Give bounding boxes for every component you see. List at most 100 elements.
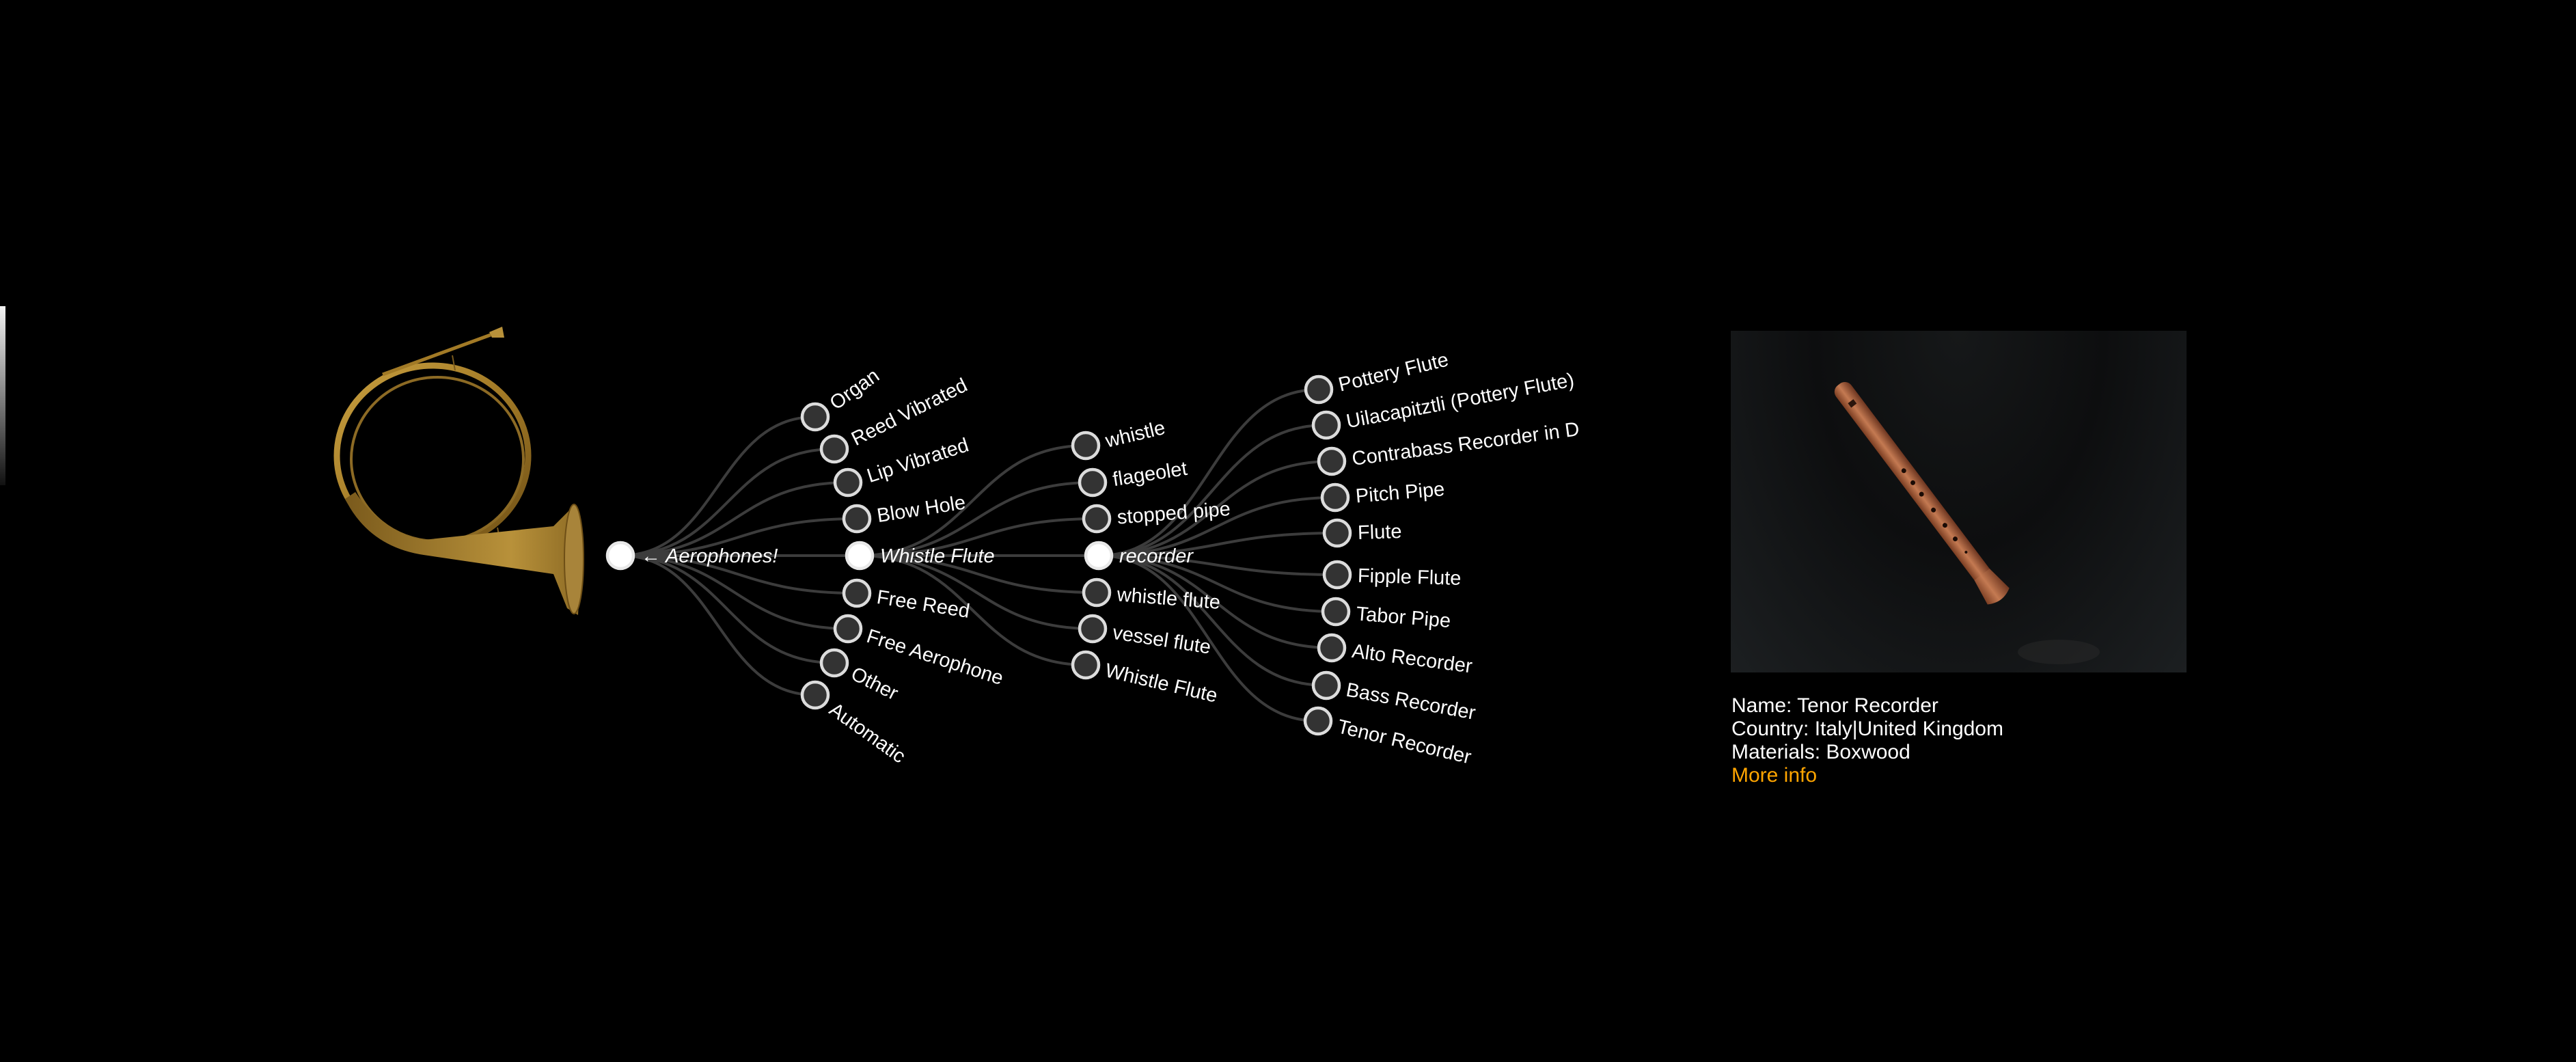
node-label[interactable]: Fipple Flute [1358,565,1462,590]
tree-link [620,517,858,557]
tree-node-fipple-flute[interactable]: Fipple Flute [1322,560,1462,590]
tree-node-free-reed[interactable]: Free Reed [842,578,971,623]
category-image-horn [333,327,584,615]
node-label[interactable]: Whistle Flute [880,545,995,567]
node-collapsed-circle-icon[interactable] [1317,633,1347,663]
node-collapsed-circle-icon[interactable] [833,614,863,644]
tree-link [859,554,1086,666]
node-label[interactable]: Flute [1358,521,1402,544]
tree-node-whistle-flute[interactable]: Whistle Flute [845,541,995,571]
node-collapsed-circle-icon[interactable] [1071,650,1101,680]
tenor-recorder-image [1834,381,2100,664]
node-collapsed-circle-icon[interactable] [1303,706,1333,736]
node-label[interactable]: Lip Vibrated [864,434,972,487]
tree-link [1098,554,1332,649]
node-collapsed-circle-icon[interactable] [800,680,830,710]
node-label[interactable]: Organ [826,365,883,415]
tree-node-vessel-flute[interactable]: vessel flute [1078,614,1212,659]
node-label[interactable]: Blow Hole [875,491,967,527]
tree-node-alto-recorder[interactable]: Alto Recorder [1317,633,1474,678]
node-collapsed-circle-icon[interactable] [1322,518,1352,548]
node-collapsed-circle-icon[interactable] [1078,614,1108,644]
tree-node-other[interactable]: Other [819,648,902,705]
node-label[interactable]: ← Aerophones! [641,545,778,567]
tree-node-whistle-flute[interactable]: Whistle Flute [1071,650,1220,707]
node-collapsed-circle-icon[interactable] [819,434,849,464]
tree-node-pitch-pipe[interactable]: Pitch Pipe [1320,478,1446,513]
node-label[interactable]: Pitch Pipe [1355,478,1446,507]
tree-node-tabor-pipe[interactable]: Tabor Pipe [1321,597,1452,632]
node-collapsed-circle-icon[interactable] [1304,375,1334,405]
tree-link [1098,460,1332,557]
node-collapsed-circle-icon[interactable] [819,648,849,678]
tree-node-flageolet[interactable]: flageolet [1078,458,1189,498]
node-collapsed-circle-icon[interactable] [1322,560,1352,590]
node-collapsed-circle-icon[interactable] [800,402,830,432]
node-collapsed-circle-icon[interactable] [1082,504,1112,534]
node-label[interactable]: Tenor Recorder [1335,716,1473,768]
node-label[interactable]: Alto Recorder [1351,640,1474,678]
node-selected-circle-icon[interactable] [845,541,875,571]
node-collapsed-circle-icon[interactable] [1317,446,1347,476]
instrument-name: Name: Tenor Recorder [1731,694,1938,717]
more-info-link[interactable]: More info [1731,764,1818,787]
node-label[interactable]: stopped pipe [1116,498,1231,529]
tree-node-whistle[interactable]: whistle [1071,417,1168,461]
gradient-scroll-indicator[interactable] [0,306,5,485]
tree-node-recorder[interactable]: recorder [1084,541,1194,571]
tree-link [859,554,1093,630]
tree-link [620,554,835,664]
tree-node-stopped-pipe[interactable]: stopped pipe [1082,498,1231,534]
tree-node-flute[interactable]: Flute [1322,518,1402,548]
tree-link [1098,554,1337,613]
node-selected-circle-icon[interactable] [1084,541,1114,571]
node-collapsed-circle-icon[interactable] [1078,467,1108,498]
tree-link [1098,554,1327,687]
instrument-details: Name: Tenor Recorder Country: Italy|Unit… [1731,694,2003,787]
tree-link [859,517,1097,557]
tree-node-bass-recorder[interactable]: Bass Recorder [1311,670,1477,724]
node-collapsed-circle-icon[interactable] [1082,577,1112,608]
node-collapsed-circle-icon[interactable] [833,467,863,498]
node-label[interactable]: Bass Recorder [1344,679,1477,724]
tree-node-blow-hole[interactable]: Blow Hole [842,491,967,534]
node-label[interactable]: Whistle Flute [1103,659,1219,707]
tree-link [620,554,858,595]
node-label[interactable]: Tabor Pipe [1356,603,1452,632]
node-collapsed-circle-icon[interactable] [1321,597,1351,627]
tree-node-whistle-flute[interactable]: whistle flute [1082,577,1222,614]
tree-link [620,554,816,696]
node-label[interactable]: Automatic [825,698,909,767]
node-label[interactable]: Contrabass Recorder in D [1351,418,1581,470]
node-collapsed-circle-icon[interactable] [1311,670,1341,700]
node-collapsed-circle-icon[interactable] [1320,482,1350,513]
node-label[interactable]: vessel flute [1111,622,1212,659]
node-collapsed-circle-icon[interactable] [842,578,872,608]
node-label[interactable]: Pottery Flute [1337,349,1451,396]
tree-link [1098,554,1338,576]
tree-link [1098,496,1336,557]
instrument-country: Country: Italy|United Kingdom [1731,718,2003,740]
tree-link [1098,554,1319,722]
node-collapsed-circle-icon[interactable] [1311,410,1341,440]
tree-link [859,554,1097,594]
tree-link [620,416,816,557]
node-collapsed-circle-icon[interactable] [1071,431,1101,461]
node-label[interactable]: flageolet [1111,458,1188,491]
node-collapsed-circle-icon[interactable] [842,504,872,534]
node-label[interactable]: Free Reed [875,586,971,623]
tree-link [1098,388,1319,557]
tree-root-node-aerophones[interactable]: ← Aerophones! [605,541,778,571]
node-selected-circle-icon[interactable] [605,541,635,571]
tree-link [859,444,1086,557]
tree-link [1098,532,1338,557]
tree-link [620,481,849,557]
tree-node-pottery-flute[interactable]: Pottery Flute [1304,349,1451,405]
node-label[interactable]: Other [847,663,901,705]
node-label[interactable]: whistle flute [1116,584,1222,614]
node-label[interactable]: whistle [1103,417,1168,452]
node-label[interactable]: recorder [1119,545,1194,567]
tree-link [620,554,849,630]
